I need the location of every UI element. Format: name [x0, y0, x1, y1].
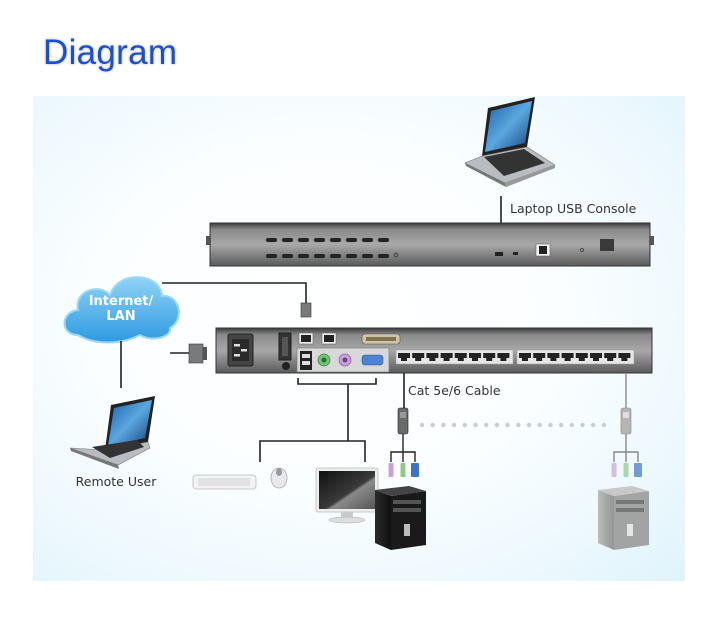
power-plug-icon — [188, 343, 204, 364]
dot — [580, 422, 585, 428]
port-led — [346, 254, 357, 258]
kvm-port — [412, 353, 425, 361]
dot — [441, 422, 446, 428]
dot — [462, 422, 467, 428]
port-led — [282, 238, 293, 242]
adapter-body — [620, 407, 632, 435]
kvm-adapter-cable-right — [611, 407, 642, 477]
dot — [505, 422, 510, 428]
dot — [548, 422, 553, 428]
ground-screw — [282, 362, 290, 370]
dot — [601, 422, 607, 428]
port-led — [314, 254, 325, 258]
internet-lan-cloud-icon: Internet/ LAN — [63, 276, 180, 344]
console-split-cable — [259, 440, 366, 462]
dot — [516, 422, 521, 428]
cat-cable-label: Cat 5e/6 Cable — [408, 383, 501, 398]
port-led — [378, 238, 389, 242]
dot — [494, 422, 500, 428]
dot — [430, 422, 435, 428]
kvm-port — [469, 353, 481, 361]
kvm-port — [547, 353, 560, 361]
kvm-port — [575, 353, 588, 361]
dot — [526, 422, 532, 428]
dot — [569, 422, 574, 428]
port-led — [378, 254, 389, 258]
port-led — [298, 254, 309, 258]
lan-cable — [162, 282, 307, 312]
kvm-port — [519, 353, 531, 361]
computer-tower-dark-icon — [375, 486, 426, 550]
kvm-port — [426, 353, 439, 361]
monitor-icon — [315, 467, 379, 524]
port-led — [314, 238, 325, 242]
port-led — [298, 238, 309, 242]
switch-icon — [513, 252, 518, 255]
dot — [591, 422, 596, 428]
usb-mini-port — [495, 252, 503, 256]
ps2-keyboard-plug — [623, 463, 629, 477]
kvm-adapter-cable-left — [388, 407, 419, 477]
ps2-mouse-plug — [611, 463, 617, 477]
port-led — [362, 254, 373, 258]
port-led — [362, 238, 373, 242]
dot — [558, 422, 564, 428]
port-led — [266, 238, 277, 242]
dot — [484, 422, 489, 428]
power-indicator — [600, 239, 614, 251]
port-led — [346, 238, 357, 242]
port-led — [330, 238, 341, 242]
kvm-front-panel — [206, 222, 654, 267]
cloud-label-line2: LAN — [106, 309, 135, 324]
vga-port — [361, 354, 384, 366]
kvm-port — [604, 353, 617, 361]
computer-tower-light-icon — [598, 486, 649, 550]
reset-button — [393, 252, 399, 258]
kvm-port-array — [395, 349, 635, 365]
ps2-keyboard-plug — [400, 463, 406, 477]
port-led — [282, 254, 293, 258]
dot — [419, 422, 425, 428]
kvm-port — [497, 353, 510, 361]
kvm-port — [440, 353, 453, 361]
ps2-mouse-plug — [388, 463, 394, 477]
dotted-connection-line — [419, 422, 607, 428]
mouse-icon — [270, 467, 288, 489]
kvm-rear-panel — [215, 327, 653, 374]
adapter-body — [397, 407, 409, 435]
laptop-console-label: Laptop USB Console — [510, 201, 637, 216]
remote-user-label: Remote User — [76, 474, 158, 489]
port-led — [330, 254, 341, 258]
console-bracket — [297, 378, 377, 385]
kvm-port — [398, 353, 410, 361]
dot — [473, 422, 478, 428]
kvm-port — [561, 353, 574, 361]
keyboard-icon — [192, 474, 257, 490]
page-title: Diagram — [43, 33, 178, 72]
dot — [537, 422, 542, 428]
kvm-port — [618, 353, 631, 361]
kvm-port — [533, 353, 546, 361]
rj45-plug-icon — [300, 302, 312, 318]
kvm-port — [483, 353, 496, 361]
vga-plug — [634, 463, 642, 477]
kvm-port — [590, 353, 602, 361]
laptop-console-icon — [464, 97, 556, 187]
kvm-port — [454, 353, 467, 361]
usb-ports — [300, 351, 312, 370]
vga-plug — [411, 463, 419, 477]
port-led — [266, 254, 277, 258]
dot — [451, 422, 457, 428]
port-led-array — [266, 238, 389, 258]
remote-user-laptop-icon — [69, 396, 155, 469]
cloud-label-line1: Internet/ — [89, 294, 154, 309]
